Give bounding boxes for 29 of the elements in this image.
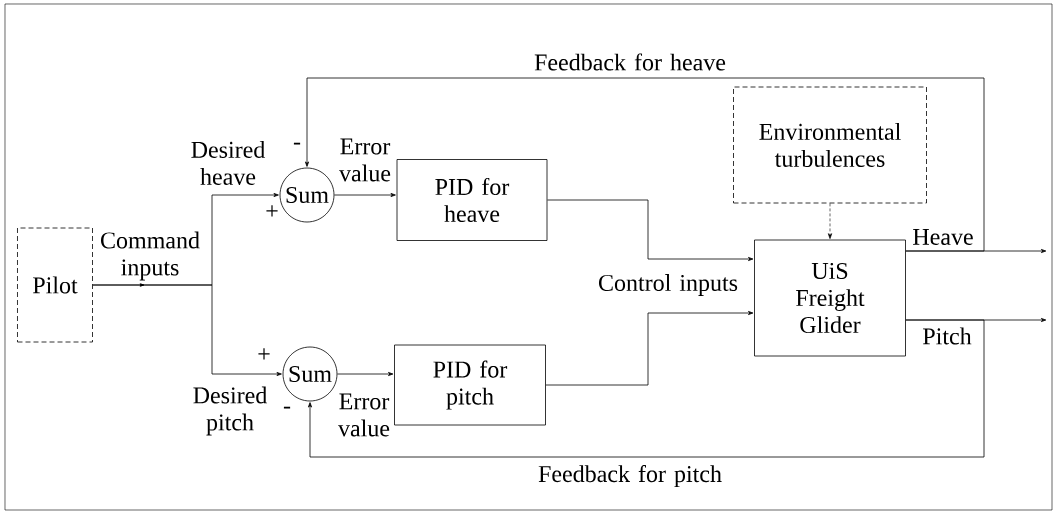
edge-label: Error value bbox=[339, 138, 391, 182]
arrow bbox=[337, 372, 394, 376]
arrow bbox=[305, 77, 985, 252]
arrow bbox=[92, 283, 282, 376]
sign: - bbox=[283, 406, 291, 409]
controller-box: PID for heave bbox=[396, 159, 548, 241]
edge-label: Feedback for heave bbox=[534, 53, 726, 71]
arrow bbox=[334, 193, 396, 197]
edge-label: Desired pitch bbox=[193, 386, 268, 436]
signal-label: Command inputs bbox=[101, 231, 200, 281]
sign: - bbox=[293, 142, 301, 145]
arrow bbox=[905, 249, 1047, 253]
edge-label: Error value bbox=[338, 393, 390, 437]
arrow bbox=[308, 319, 985, 458]
pilot-box: Pilot bbox=[17, 227, 93, 343]
arrow bbox=[905, 318, 1047, 322]
controller-box: PID for pitch bbox=[394, 344, 546, 426]
disturbance-box: Environmental turbulences bbox=[733, 86, 927, 204]
edge-label: Heave bbox=[913, 229, 973, 245]
sign: + bbox=[266, 205, 278, 217]
edge-label: Desired heave bbox=[191, 141, 265, 185]
arrow bbox=[547, 199, 754, 261]
arrow bbox=[827, 203, 833, 239]
arrow bbox=[545, 311, 754, 386]
plant-box: UiS Freight Glider bbox=[754, 239, 906, 357]
edge-label: Feedback for pitch bbox=[538, 465, 722, 487]
signal-label: Control inputs bbox=[599, 274, 738, 296]
edge-label: Pitch bbox=[923, 327, 972, 345]
sign: + bbox=[258, 348, 270, 360]
